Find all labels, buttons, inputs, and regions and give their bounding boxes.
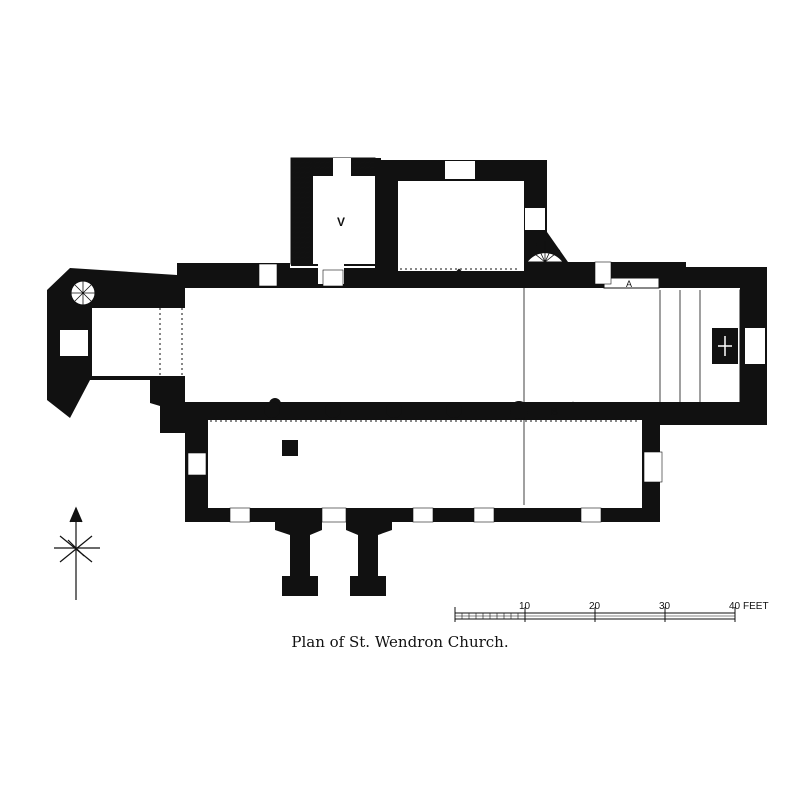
scale-unit: FEET — [743, 601, 769, 612]
scale-tick-20: 20 — [589, 601, 601, 612]
stair-turret — [526, 241, 564, 263]
thin-lines — [523, 288, 701, 505]
tower-door — [60, 330, 88, 356]
north-chapel-window — [445, 161, 475, 179]
scale-tick-40: 40 — [729, 601, 741, 612]
tower-stair — [70, 280, 96, 306]
south-aisle-interior — [208, 420, 642, 508]
feature-a-label: A — [626, 279, 632, 289]
north-arrow-icon — [54, 506, 100, 600]
pier — [564, 401, 582, 419]
pier — [446, 402, 462, 418]
pier — [264, 402, 280, 418]
font — [282, 440, 298, 456]
windows — [187, 261, 663, 523]
pier — [510, 401, 528, 419]
nave-interior — [185, 288, 525, 402]
east-window — [745, 328, 765, 364]
tower-interior — [92, 308, 185, 376]
south-porch — [275, 510, 392, 596]
pier — [325, 402, 341, 418]
pier — [386, 402, 402, 418]
altar — [712, 328, 738, 364]
pier — [205, 404, 219, 416]
arcade-piers — [205, 268, 582, 456]
dotted-lines — [159, 268, 640, 422]
pier — [450, 268, 468, 286]
north-chapel-east-window — [525, 208, 545, 230]
north-chapel-interior — [398, 181, 524, 271]
feature-b-label: B — [551, 407, 558, 418]
scale-bar: 10 20 30 40 FEET — [454, 601, 769, 622]
scale-tick-30: 30 — [659, 601, 671, 612]
figure-caption: Plan of St. Wendron Church. — [291, 633, 509, 651]
feature-a: A — [603, 277, 660, 289]
vestry: V — [290, 157, 376, 284]
scale-tick-10: 10 — [519, 601, 531, 612]
vestry-label: V — [337, 215, 345, 229]
